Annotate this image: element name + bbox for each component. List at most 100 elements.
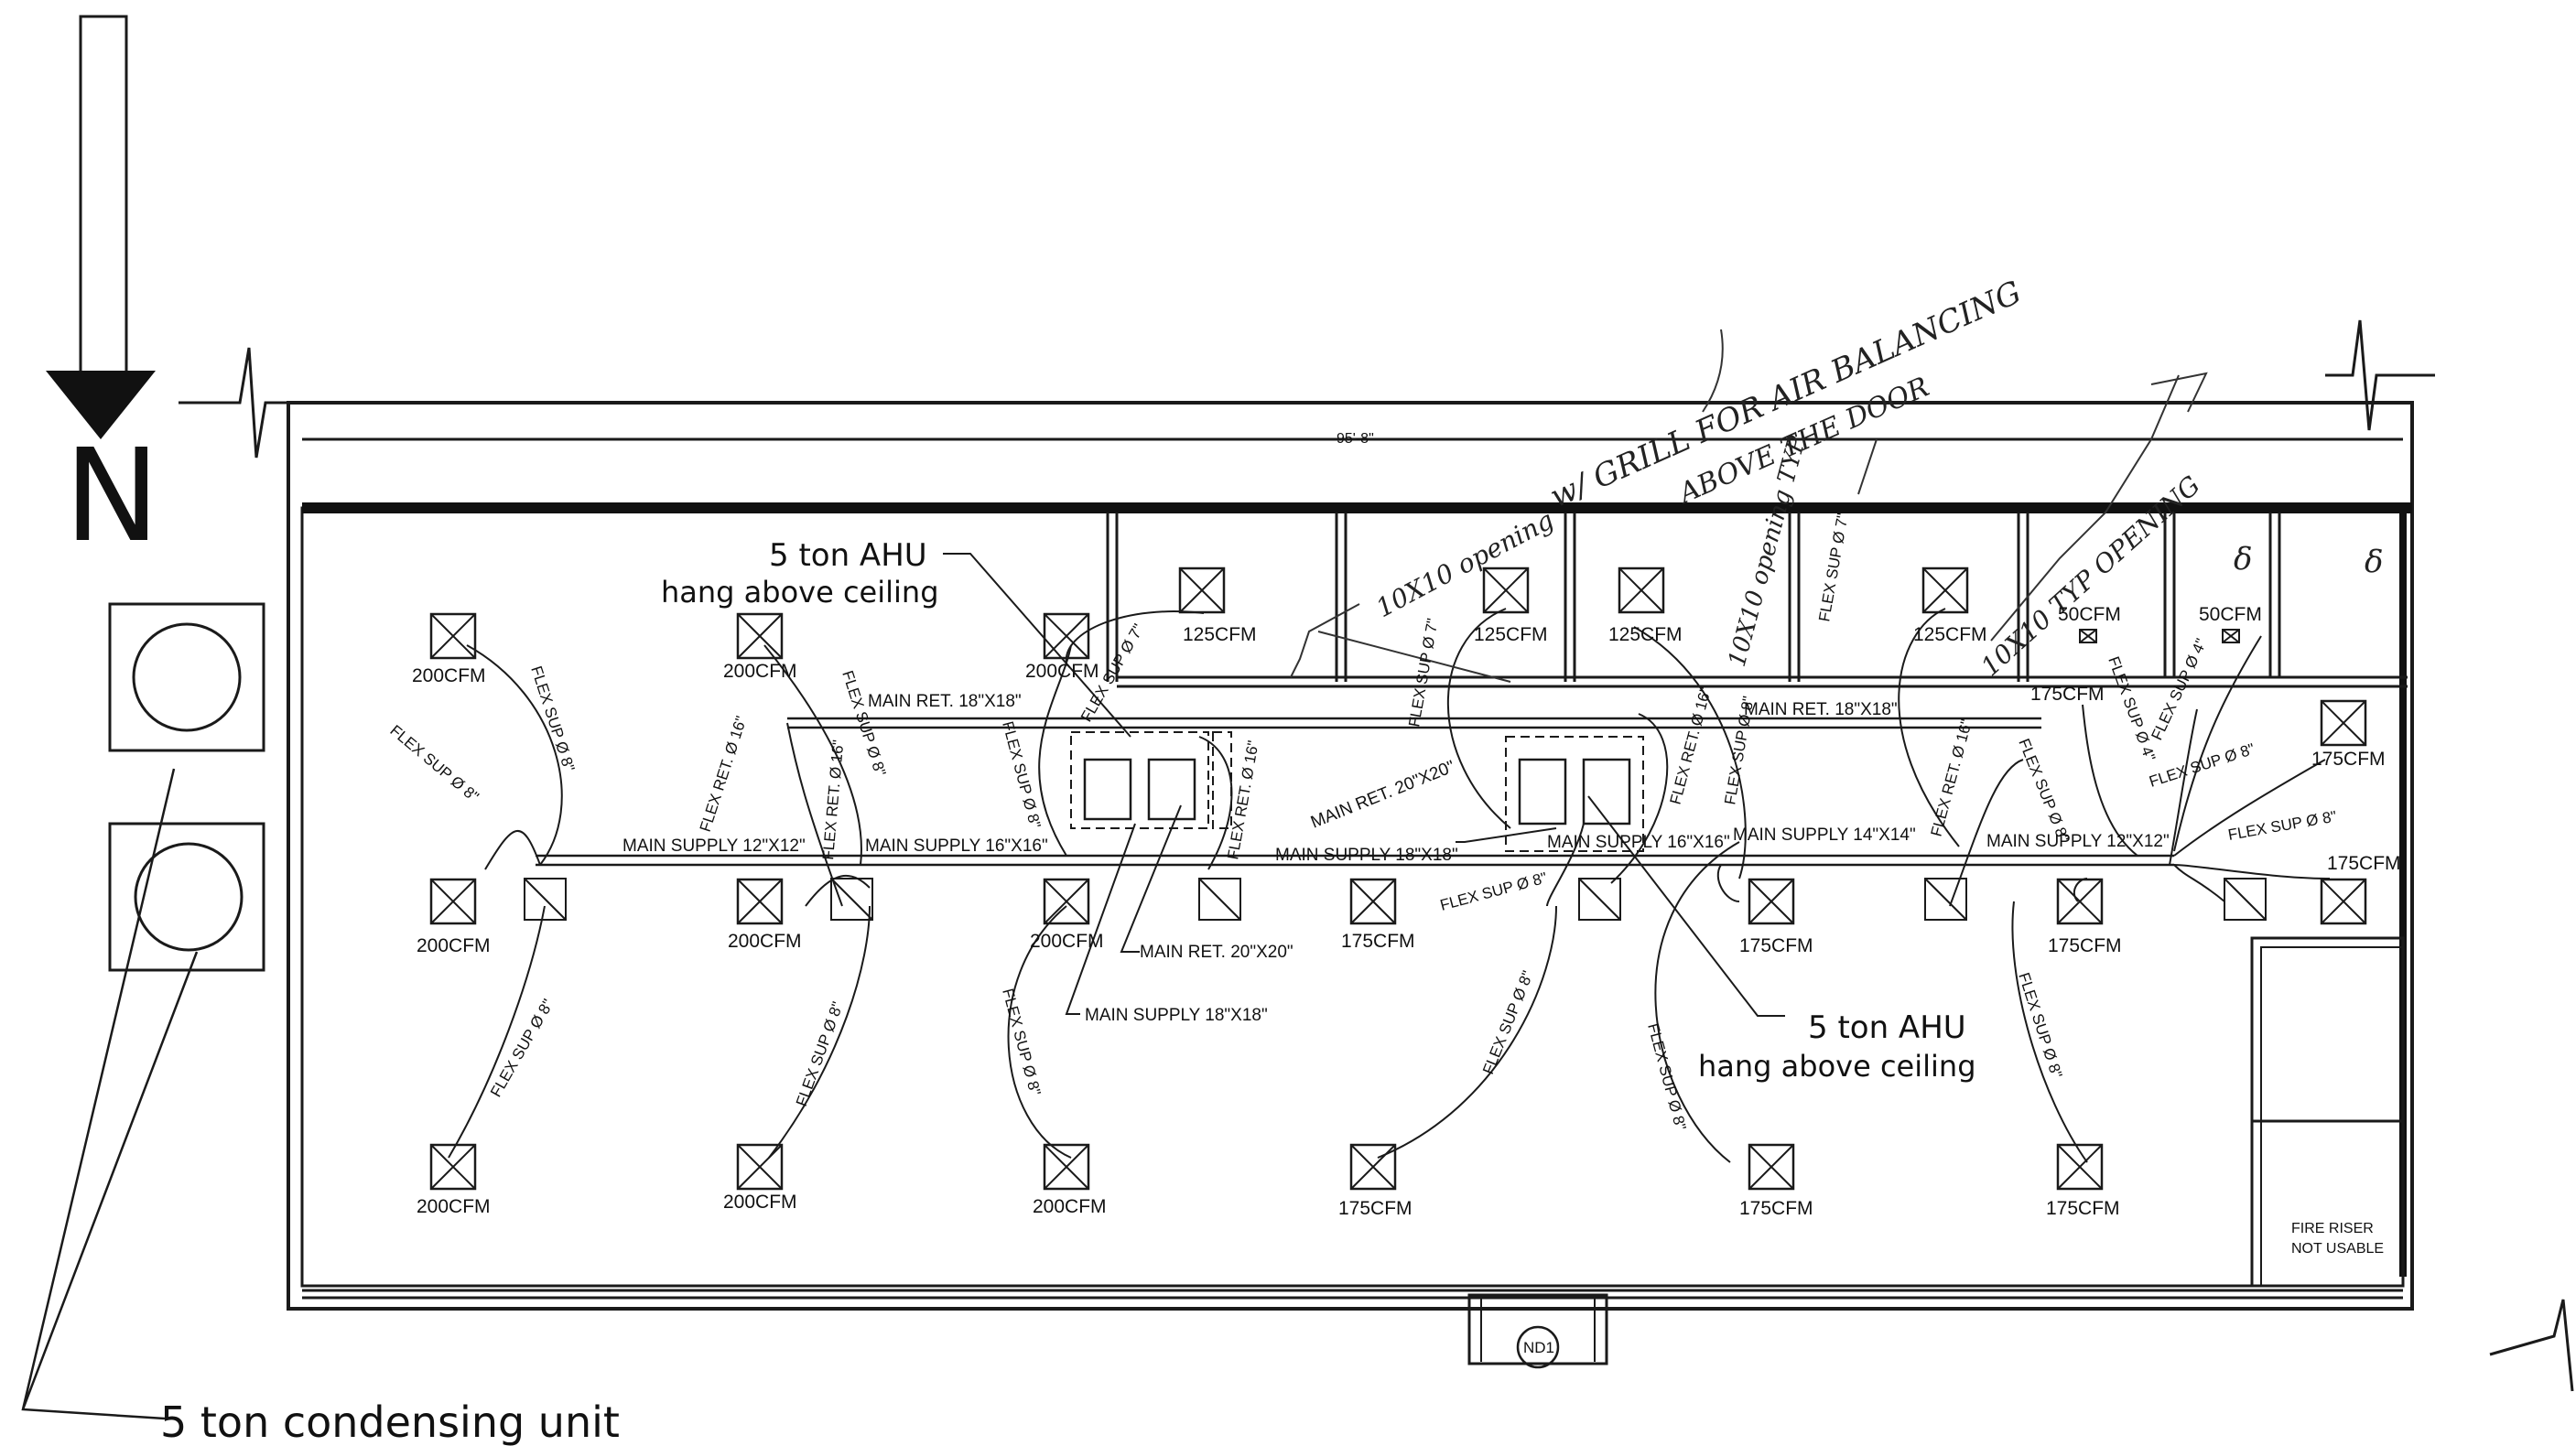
- diffuser-symbol: [1482, 567, 1530, 614]
- supply-diffuser: 125CFM: [1474, 567, 1548, 645]
- diffuser-cross: [2057, 879, 2103, 924]
- diffuser-symbol: [1748, 1143, 1795, 1191]
- duct-label: MAIN SUPPLY 16"X16": [1547, 833, 1730, 852]
- fire-riser-label-1: FIRE RISER: [2291, 1221, 2374, 1236]
- supply-diffuser: 175CFM: [1739, 878, 1813, 956]
- diffuser-cross: [1044, 613, 1089, 659]
- office-partitions: [1106, 513, 2408, 688]
- diffuser-cross: [737, 879, 783, 924]
- flex-label: FLEX SUP Ø 8": [2015, 970, 2065, 1080]
- duct-label: MAIN SUPPLY 18"X18": [1275, 846, 1458, 865]
- supply-diffuser: 200CFM: [412, 612, 486, 686]
- handwritten-note-3: 10X10 opening: [1371, 504, 1559, 623]
- flex-label: FLEX SUP Ø 8": [2226, 807, 2338, 844]
- diffuser-cfm-label: 175CFM: [1739, 1198, 1813, 1219]
- duct-label: MAIN SUPPLY 12"X12": [1986, 832, 2170, 851]
- diffuser-cfm-label: 125CFM: [1913, 624, 1987, 645]
- diffuser-cfm-label: 200CFM: [1033, 1196, 1107, 1217]
- diffuser-cfm-label: 175CFM: [2030, 684, 2105, 705]
- supply-diffuser: 175CFM: [1739, 1143, 1813, 1219]
- handwritten-note-5: 10X10 TYP OPENING: [1975, 469, 2206, 682]
- flex-label: FLEX RET. Ø 16": [819, 739, 847, 860]
- diffuser-cross: [737, 613, 783, 659]
- diffuser-symbol: [1748, 878, 1795, 925]
- supply-diffuser: 200CFM: [417, 1143, 491, 1217]
- flex-label: FLEX SUP Ø 8": [487, 997, 557, 1100]
- flex-label: FLEX SUP Ø 8": [839, 668, 889, 778]
- supply-diffuser: 200CFM: [728, 878, 802, 952]
- diffuser-cross: [1179, 567, 1225, 613]
- diffuser-cfm-label: 175CFM: [2311, 749, 2386, 770]
- duct-label: MAIN SUPPLY 18"X18": [1085, 1006, 1268, 1025]
- supply-diffuser: 200CFM: [723, 1143, 797, 1213]
- diffuser-cross: [737, 1144, 783, 1190]
- diffuser-cross: [2321, 879, 2366, 924]
- return-grilles: [524, 878, 2267, 921]
- ahu-east: [1505, 736, 1644, 852]
- diffuser-cfm-label: 175CFM: [2327, 853, 2401, 874]
- diffuser-cfm-label: 200CFM: [417, 1196, 491, 1217]
- flex-label: FLEX SUP Ø 8": [2147, 740, 2257, 791]
- flex-ducts: [448, 608, 2331, 1163]
- diffuser-cross: [1044, 1144, 1089, 1190]
- diffuser-symbol: [1349, 1143, 1397, 1191]
- diffuser-group: 200CFM 200CFM 200CFM 200CFM 200CFM 200CFM 200C…: [412, 567, 2401, 1219]
- diffuser-cross: [2321, 700, 2366, 746]
- supply-diffuser: 125CFM: [1178, 567, 1257, 645]
- flex-label: FLEX RET. Ø 16": [697, 714, 751, 834]
- small-diffusers: [2079, 629, 2240, 643]
- ahu-west: [1070, 731, 1232, 829]
- supply-diffuser: 50CFM: [2199, 604, 2262, 625]
- diffuser-cross: [1618, 567, 1664, 613]
- flex-label: FLEX RET. Ø 16": [1667, 685, 1715, 806]
- diffuser-symbol: [1178, 567, 1226, 614]
- diffuser-symbol: [736, 878, 784, 925]
- duct-label: MAIN RET. 20"X20": [1140, 943, 1293, 962]
- duct-label: MAIN RET. 20"X20": [1308, 757, 1457, 832]
- supply-diffuser: 50CFM: [2058, 604, 2121, 625]
- diffuser-cfm-label: 200CFM: [1030, 931, 1104, 952]
- diffuser-cross: [430, 1144, 476, 1190]
- supply-diffuser: 175CFM: [2320, 853, 2401, 925]
- diffuser-symbol: [2056, 878, 2104, 925]
- flex-label: FLEX SUP Ø 8": [1721, 695, 1758, 806]
- diffuser-cfm-label: 200CFM: [723, 661, 797, 682]
- ahu-east-label-2: hang above ceiling: [1698, 1049, 1976, 1084]
- supply-diffuser: 125CFM: [1913, 567, 1987, 645]
- diffuser-cfm-label: 200CFM: [1025, 661, 1099, 682]
- diffuser-cfm-label: 200CFM: [723, 1192, 797, 1213]
- duct-label: MAIN SUPPLY 16"X16": [865, 836, 1048, 856]
- ahu-west-label-2: hang above ceiling: [661, 575, 939, 610]
- supply-diffuser: 175CFM: [1341, 878, 1415, 952]
- handwritten-mark-1: δ: [2234, 541, 2252, 577]
- supply-diffuser: 200CFM: [1033, 1143, 1107, 1217]
- supply-diffuser: 175CFM: [2046, 1143, 2120, 1219]
- supply-diffuser: 175CFM: [2030, 684, 2105, 705]
- flex-label: FLEX SUP Ø 8": [2015, 736, 2073, 844]
- flex-label: FLEX SUP Ø 7": [1405, 617, 1442, 728]
- fire-riser-room: FIRE RISER NOT USABLE: [2250, 936, 2405, 1288]
- supply-diffuser: 200CFM: [1025, 612, 1099, 682]
- break-lines: [179, 319, 2574, 1392]
- diffuser-cfm-label: 200CFM: [728, 931, 802, 952]
- flex-label: FLEX SUP Ø 8": [999, 987, 1044, 1097]
- ahu-leaders: [943, 553, 1785, 1017]
- supply-diffuser: 200CFM: [417, 878, 491, 956]
- diffuser-symbol: [1618, 567, 1665, 614]
- supply-diffuser: 200CFM: [723, 612, 797, 682]
- duct-labels: MAIN RET. 18"X18" MAIN SUPPLY 12"X12" MA…: [622, 692, 2170, 1025]
- flex-label: FLEX SUP Ø 8": [386, 722, 482, 806]
- north-label: N: [64, 422, 160, 571]
- diffuser-cfm-label: 175CFM: [1739, 935, 1813, 956]
- condensing-unit-label: 5 ton condensing unit: [160, 1397, 620, 1446]
- diffuser-cross: [430, 613, 476, 659]
- flex-label: FLEX SUP Ø 8": [1644, 1021, 1689, 1132]
- diffuser-cfm-label: 50CFM: [2199, 604, 2262, 625]
- flex-label: FLEX SUP Ø 8": [1479, 968, 1537, 1076]
- diffuser-symbol: [429, 1143, 477, 1191]
- diffuser-cfm-label: 200CFM: [412, 665, 486, 686]
- diffuser-symbol: [429, 612, 477, 660]
- flex-label: FLEX SUP Ø 4": [2148, 636, 2210, 743]
- duct-label: MAIN SUPPLY 12"X12": [622, 836, 806, 856]
- duct-label: MAIN SUPPLY 14"X14": [1733, 826, 1916, 845]
